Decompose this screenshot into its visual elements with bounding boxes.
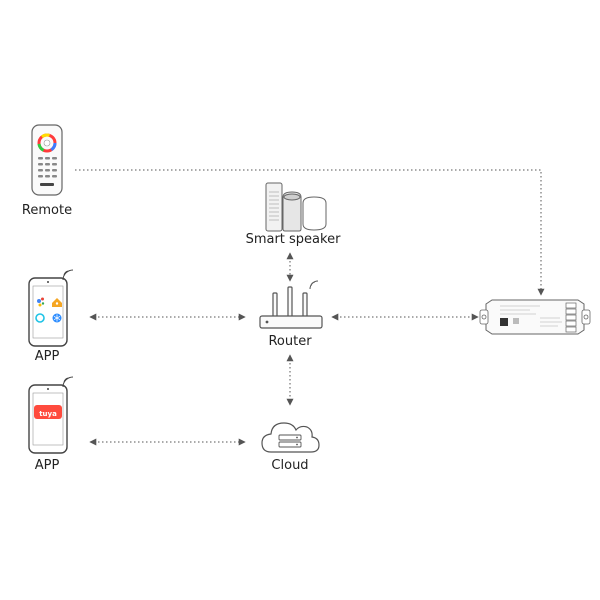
phone-app-icon: [28, 269, 74, 347]
home-icon: [52, 298, 62, 307]
cloud-icon: [261, 422, 320, 453]
smart-speaker-icon: [265, 182, 327, 232]
router-label: Router: [268, 334, 312, 349]
phone-tuya-icon: [28, 376, 74, 454]
google-assistant-icon: [37, 297, 45, 307]
snowflake-app-icon: [52, 313, 62, 323]
tuya-logo-text: tuya: [39, 410, 57, 418]
tuya-logo-icon: [34, 405, 62, 419]
alexa-icon: [35, 313, 45, 323]
smart-speaker-label: Smart speaker: [245, 232, 341, 247]
remote-icon: [31, 124, 63, 196]
app-label-top: APP: [34, 349, 60, 364]
remote-label: Remote: [21, 203, 73, 218]
controller-device-icon: [479, 299, 591, 335]
connector-remote-controller: [75, 169, 545, 296]
cloud-label: Cloud: [271, 458, 309, 473]
connections: [75, 169, 545, 446]
router-icon: [259, 280, 323, 329]
app-label-bottom: APP: [34, 458, 60, 473]
